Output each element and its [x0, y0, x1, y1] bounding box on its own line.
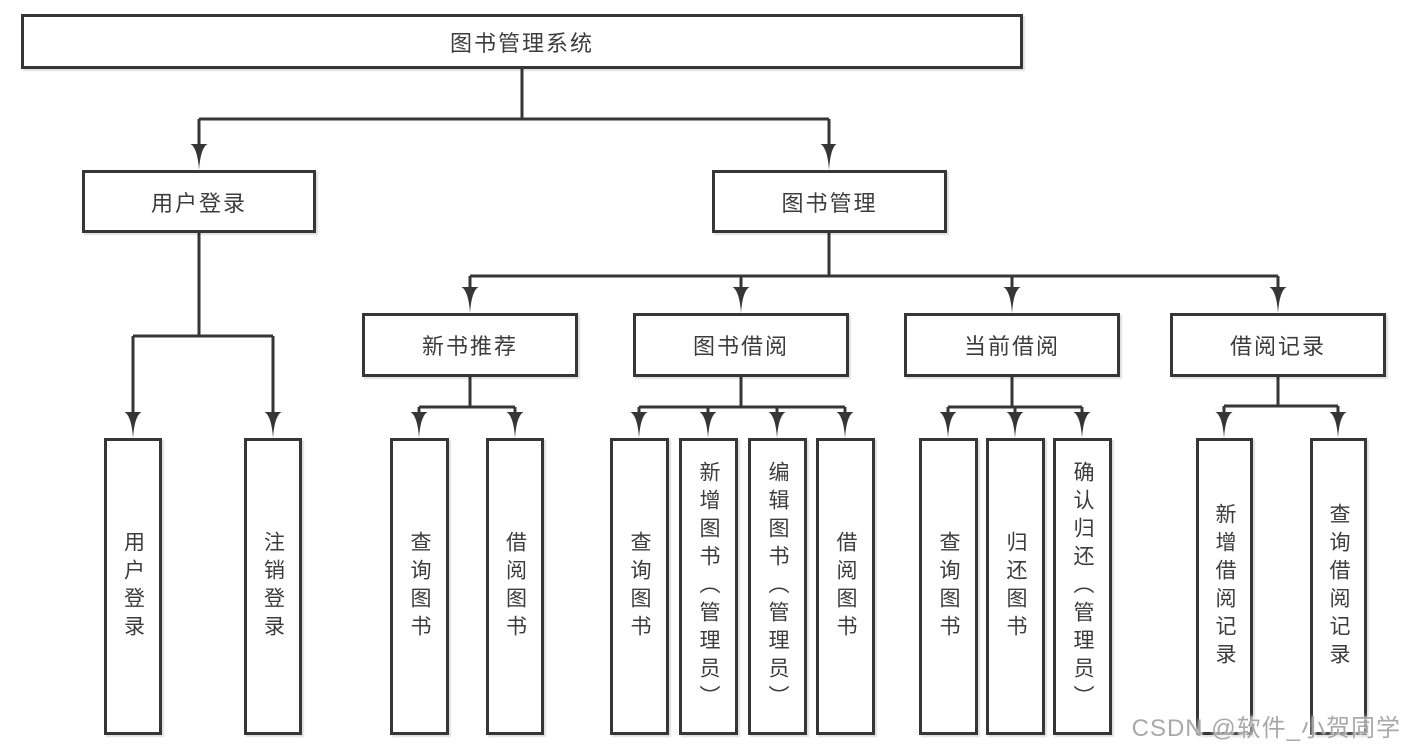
node-user-login: 用户登录: [82, 170, 316, 233]
leaf-add-book-admin-label: 新增图书（管理员）: [697, 460, 720, 713]
leaf-borrow-books-recommend-label: 借阅图书: [503, 530, 527, 643]
arrowhead-icons: [124, 144, 1347, 438]
leaf-return-books-label: 归还图书: [1004, 530, 1027, 643]
leaf-logout: 注销登录: [244, 438, 302, 735]
leaf-query-books-borrowing-label: 查询图书: [628, 530, 651, 643]
leaf-edit-book-admin-label: 编辑图书（管理员）: [766, 460, 789, 713]
leaf-query-books-current: 查询图书: [919, 438, 978, 735]
leaf-borrow-books-borrowing: 借阅图书: [816, 438, 875, 735]
node-library-system: 图书管理系统: [21, 14, 1023, 69]
node-borrowing-records-label: 借阅记录: [1229, 334, 1326, 359]
node-current-borrowing: 当前借阅: [904, 313, 1120, 377]
leaf-borrow-books-borrowing-label: 借阅图书: [834, 530, 857, 643]
node-book-management: 图书管理: [712, 170, 947, 233]
node-book-management-label: 图书管理: [781, 190, 878, 216]
leaf-query-borrow-record-label: 查询借阅记录: [1327, 502, 1350, 671]
csdn-watermark: CSDN @软件_小贺同学: [1131, 715, 1401, 742]
leaf-return-books: 归还图书: [986, 438, 1045, 735]
leaf-query-borrow-record: 查询借阅记录: [1310, 438, 1367, 735]
leaf-query-books-borrowing: 查询图书: [610, 438, 669, 735]
node-current-borrowing-label: 当前借阅: [963, 334, 1060, 359]
leaf-add-borrow-record: 新增借阅记录: [1196, 438, 1253, 735]
leaf-confirm-return-admin: 确认归还（管理员）: [1053, 438, 1112, 735]
leaf-add-book-admin: 新增图书（管理员）: [679, 438, 738, 735]
leaf-user-login: 用户登录: [104, 438, 162, 735]
node-user-login-label: 用户登录: [150, 190, 247, 216]
leaf-logout-label: 注销登录: [261, 530, 285, 643]
node-borrowing-records: 借阅记录: [1170, 313, 1386, 377]
leaf-confirm-return-admin-label: 确认归还（管理员）: [1071, 460, 1094, 713]
leaf-query-books-recommend: 查询图书: [390, 438, 449, 735]
node-book-borrowing: 图书借阅: [633, 313, 849, 377]
leaf-add-borrow-record-label: 新增借阅记录: [1213, 502, 1236, 671]
leaf-query-books-recommend-label: 查询图书: [408, 530, 431, 643]
node-book-borrowing-label: 图书借阅: [692, 334, 789, 359]
node-new-book-recommend: 新书推荐: [362, 313, 578, 377]
leaf-query-books-current-label: 查询图书: [937, 530, 960, 643]
node-library-system-label: 图书管理系统: [449, 30, 594, 56]
leaf-borrow-books-recommend: 借阅图书: [486, 438, 544, 735]
leaf-edit-book-admin: 编辑图书（管理员）: [748, 438, 807, 735]
leaf-user-login-label: 用户登录: [121, 530, 145, 643]
node-new-book-recommend-label: 新书推荐: [421, 334, 518, 359]
